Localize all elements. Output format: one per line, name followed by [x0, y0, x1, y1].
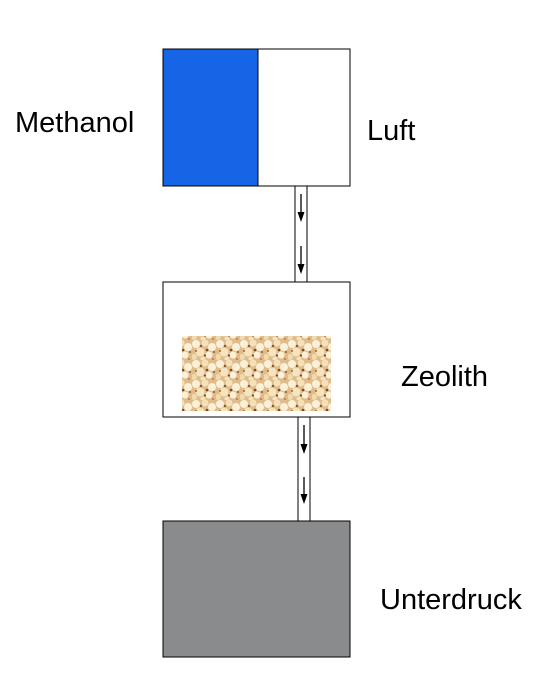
- zeolith-granules: [182, 336, 331, 411]
- arrow-down-icon: [297, 194, 305, 222]
- zeolith-label: Zeolith: [401, 361, 489, 393]
- methanol-compartment: [163, 49, 258, 186]
- unterdruck-container: [162, 520, 351, 658]
- top-container-outline: [162, 48, 351, 187]
- arrow-down-icon: [300, 425, 308, 454]
- methanol-label: Methanol: [15, 107, 135, 139]
- luft-label: Luft: [367, 115, 416, 147]
- arrow-down-icon: [300, 477, 308, 504]
- arrow-down-icon: [297, 246, 305, 274]
- luft-compartment: [258, 49, 350, 186]
- unterdruck-label: Unterdruck: [380, 584, 522, 616]
